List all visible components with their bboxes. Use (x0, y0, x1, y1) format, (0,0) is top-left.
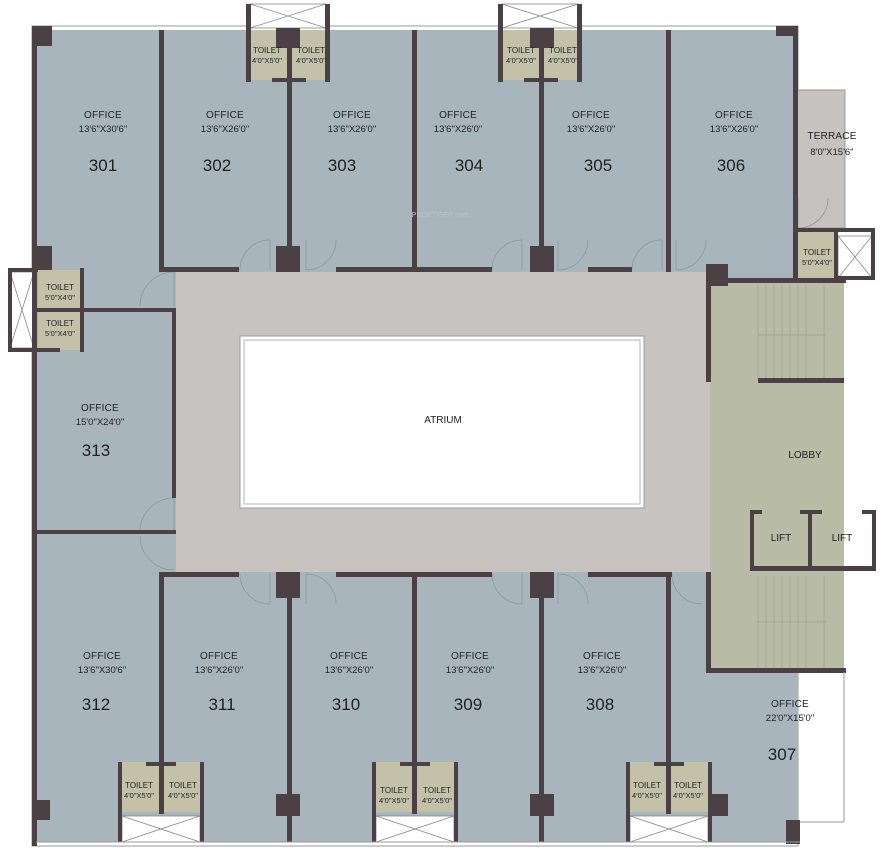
office-304-label: OFFICE 13'6"X26'0" 304 (433, 110, 484, 175)
toilet-label: TOILET 4'0"X5'0" (422, 786, 452, 805)
office-number: 301 (88, 155, 118, 175)
office-303-label: OFFICE 13'6"X26'0" 303 (328, 111, 376, 174)
office-number: 305 (583, 155, 613, 175)
toilet-label: TOILET 4'0"X5'0" (168, 781, 198, 800)
office-number: 311 (208, 694, 236, 714)
toilet-label: TOILET 4'0"X5'0" (548, 46, 578, 65)
toilet-label: TOILET 5'0"X4'0" (45, 319, 75, 338)
toilet-label: TOILET 4'0"X5'0" (379, 786, 409, 805)
stairs-bottom (757, 576, 826, 668)
office-number: 306 (716, 155, 746, 175)
terrace-label: TERRACE 8'0"X15'6" (807, 131, 857, 158)
watermark: PROPTIGER.com (411, 212, 469, 219)
office-number: 312 (81, 694, 111, 714)
office-310-label: OFFICE 13'6"X26'0" 310 (325, 652, 373, 713)
office-308-label: OFFICE 13'6"X26'0" 308 (578, 652, 626, 713)
toilet-label: TOILET 4'0"X5'0" (124, 781, 154, 800)
stairs-top (757, 286, 826, 380)
office-number: 307 (767, 744, 797, 764)
office-311-label: OFFICE 13'6"X26'0" 311 (194, 651, 244, 714)
toilet-label: TOILET 5'0"X4'0" (45, 283, 75, 302)
office-307-label: OFFICE 22'0"X15'0" 307 (766, 700, 814, 763)
toilet-label: TOILET 4'0"X5'0" (506, 46, 536, 65)
atrium-label: ATRIUM (424, 415, 462, 426)
atrium-void (239, 335, 645, 509)
office-number: 308 (585, 694, 615, 714)
lift-1-label: LIFT (770, 533, 792, 544)
office-number: 304 (454, 155, 484, 175)
office-312-label: OFFICE 13'6"X30'6" 312 (78, 652, 126, 713)
toilet-label: TOILET 5'0"X4'0" (802, 248, 832, 267)
door-swings (139, 197, 829, 605)
lobby-label: LOBBY (788, 450, 822, 461)
lift-2-label: LIFT (831, 533, 853, 544)
office-305-label: OFFICE 13'6"X26'0" 305 (566, 110, 616, 175)
lobby-area (710, 282, 844, 672)
office-313-label: OFFICE 15'0"X24'0" 313 (76, 404, 124, 459)
terrace-area (796, 89, 846, 229)
office-number: 310 (331, 694, 361, 714)
office-309-label: OFFICE 13'6"X26'0" 309 (446, 652, 494, 713)
toilet-label: TOILET 4'0"X5'0" (673, 781, 703, 800)
service-shafts (9, 3, 873, 843)
office-number: 303 (327, 155, 357, 175)
office-number: 313 (81, 440, 111, 460)
office-number: 309 (453, 694, 483, 714)
toilet-label: TOILET 4'0"X5'0" (252, 46, 282, 65)
office-306-label: OFFICE 13'6"X26'0" 306 (710, 111, 758, 174)
office-302-label: OFFICE 13'6"X26'0" 302 (201, 111, 249, 174)
office-number: 302 (202, 155, 232, 175)
toilet-label: TOILET 4'0"X5'0" (296, 46, 326, 65)
office-301-label: OFFICE 13'6"X30'6" 301 (78, 110, 128, 175)
toilet-label: TOILET 4'0"X5'0" (632, 781, 662, 800)
walls (8, 4, 876, 846)
